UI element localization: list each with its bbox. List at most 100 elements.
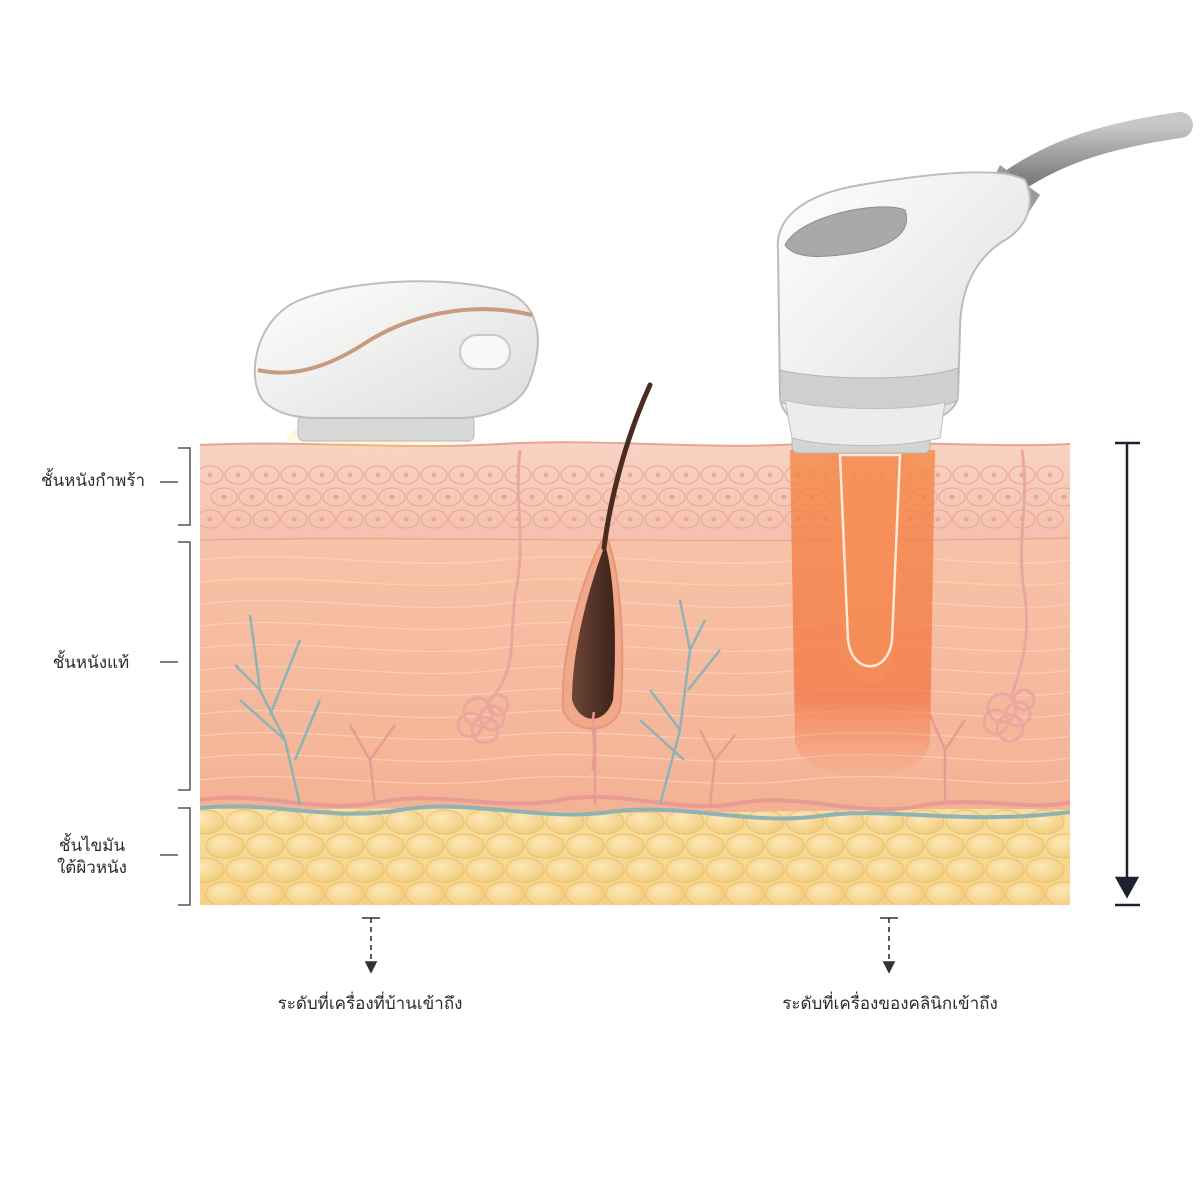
fat-cell xyxy=(725,833,765,859)
fat-cell xyxy=(965,833,1005,859)
epidermis-cell xyxy=(980,509,1008,529)
fat-cell xyxy=(525,881,565,905)
cell-nucleus xyxy=(207,472,213,478)
cell-nucleus xyxy=(431,472,437,478)
device-cable xyxy=(1002,112,1193,193)
fat-cell xyxy=(865,857,905,883)
fat-cell xyxy=(385,809,425,835)
epidermis-cell xyxy=(308,509,336,529)
fat-cell xyxy=(200,809,225,835)
label-subcutaneous-line1: ชั้นไขมัน xyxy=(58,836,126,856)
epidermis-cell xyxy=(686,487,714,507)
epidermis-cell xyxy=(742,487,770,507)
fat-cell xyxy=(265,809,305,835)
fat-cell xyxy=(200,857,225,883)
fat-cell xyxy=(605,881,645,905)
fat-cell xyxy=(365,833,405,859)
cell-nucleus xyxy=(1047,472,1053,478)
fat-cell xyxy=(505,857,545,883)
cell-nucleus xyxy=(991,516,997,522)
fat-cell xyxy=(305,857,345,883)
fat-cell xyxy=(925,881,965,905)
fat-cell xyxy=(765,881,805,905)
fat-cell xyxy=(225,809,265,835)
epidermis-cell xyxy=(406,487,434,507)
cell-nucleus xyxy=(277,494,283,500)
epidermis-cell xyxy=(448,465,476,485)
cell-nucleus xyxy=(711,516,717,522)
artery-branch-left xyxy=(348,724,397,806)
fat-cell xyxy=(545,857,585,883)
collagen-fiber xyxy=(200,599,1070,609)
cell-nucleus xyxy=(249,494,255,500)
epidermis-cell xyxy=(966,487,994,507)
epidermis-cell xyxy=(266,487,294,507)
cell-nucleus xyxy=(935,516,941,522)
epidermis-cell xyxy=(532,465,560,485)
home-device xyxy=(253,280,539,442)
fat-cell xyxy=(445,833,485,859)
epidermis-cell xyxy=(322,487,350,507)
fat-cell xyxy=(465,809,505,835)
cell-nucleus xyxy=(501,494,507,500)
fat-cell xyxy=(265,857,305,883)
fat-cell xyxy=(885,833,925,859)
epidermis-cell xyxy=(560,465,588,485)
fat-cell xyxy=(785,809,825,835)
epidermis-cell xyxy=(392,509,420,529)
fat-cell xyxy=(405,881,445,905)
epidermis-cell xyxy=(280,509,308,529)
cell-nucleus xyxy=(487,472,493,478)
epidermis-cell xyxy=(728,509,756,529)
epidermis-cell xyxy=(476,509,504,529)
fat-cell xyxy=(845,833,885,859)
epidermis-cell xyxy=(280,465,308,485)
fat-cell xyxy=(365,881,405,905)
epidermis-cell xyxy=(588,465,616,485)
cell-nucleus xyxy=(459,516,465,522)
fat-cell xyxy=(285,881,325,905)
vein-branch-left xyxy=(234,614,322,806)
cell-nucleus xyxy=(417,494,423,500)
epidermis-cell xyxy=(728,465,756,485)
fat-cell xyxy=(565,833,605,859)
epidermis-cell xyxy=(364,465,392,485)
layer-brackets xyxy=(160,447,191,906)
fat-cell xyxy=(325,881,365,905)
fat-cell xyxy=(805,833,845,859)
fat-cell xyxy=(905,857,945,883)
cell-nucleus xyxy=(739,472,745,478)
sweat-gland-left xyxy=(456,449,522,745)
fat-cell xyxy=(225,857,265,883)
fat-cell xyxy=(645,881,685,905)
cell-nucleus xyxy=(235,472,241,478)
cell-nucleus xyxy=(683,516,689,522)
artery-branch-center xyxy=(593,720,736,806)
fat-cell xyxy=(945,857,985,883)
cell-nucleus xyxy=(291,472,297,478)
cell-nucleus xyxy=(305,494,311,500)
epidermis-cell xyxy=(434,487,462,507)
epidermis-cell xyxy=(588,509,616,529)
fat-cell xyxy=(805,881,845,905)
epidermis-cell xyxy=(1036,509,1064,529)
fat-cell xyxy=(425,857,465,883)
epidermis-cell xyxy=(200,465,224,485)
epidermis-cell xyxy=(238,487,266,507)
hair-follicle xyxy=(561,382,653,771)
cell-nucleus xyxy=(697,494,703,500)
cell-nucleus xyxy=(991,472,997,478)
cell-nucleus xyxy=(445,494,451,500)
epidermis-cell xyxy=(756,465,784,485)
fat-cell xyxy=(985,809,1025,835)
cell-nucleus xyxy=(263,516,269,522)
fat-cell xyxy=(825,857,865,883)
dermis-layer xyxy=(200,538,1070,813)
sweat-gland-right xyxy=(982,449,1036,743)
fat-cell xyxy=(245,881,285,905)
cell-nucleus xyxy=(977,494,983,500)
cell-nucleus xyxy=(655,516,661,522)
control-panel xyxy=(784,206,907,257)
